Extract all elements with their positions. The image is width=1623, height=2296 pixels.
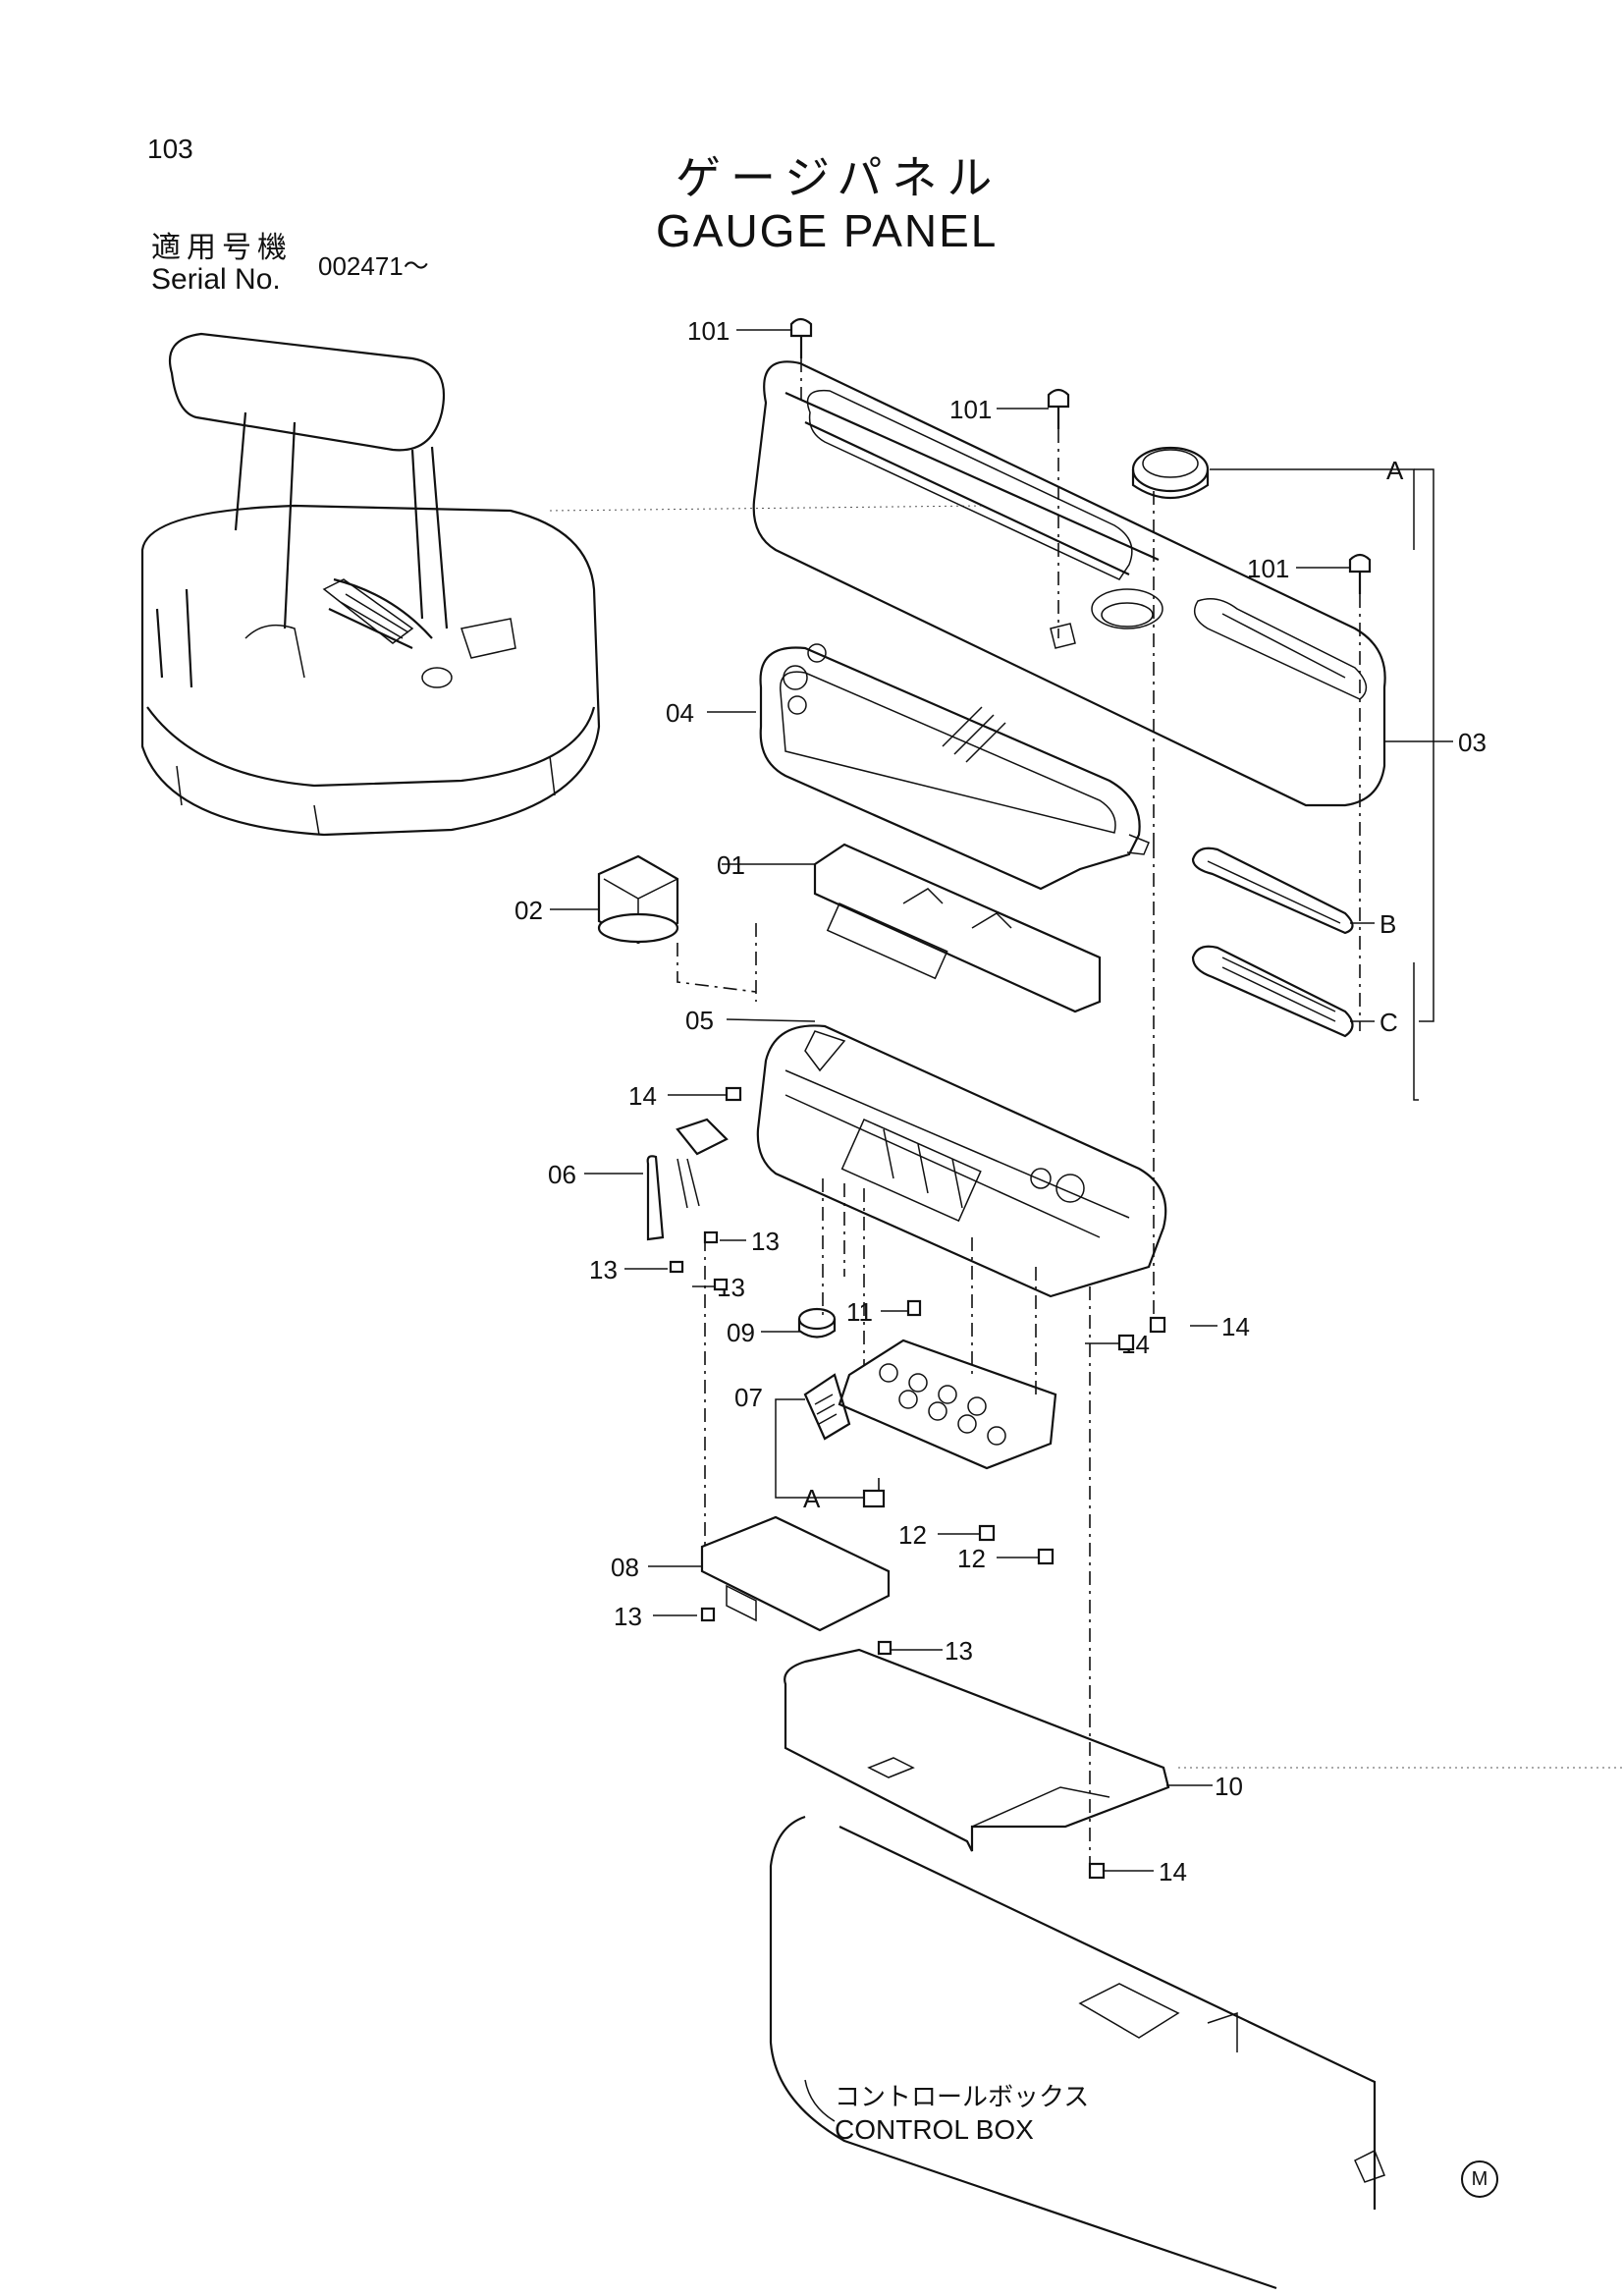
callout-13-bracket-right: 13	[751, 1227, 780, 1256]
callout-10: 10	[1215, 1772, 1243, 1801]
callout-14-case-right: 14	[1221, 1312, 1250, 1341]
callout-04: 04	[666, 698, 694, 728]
serial-number-value: 002471～	[318, 251, 429, 281]
callout-101-top: 101	[687, 316, 730, 346]
callout-labels: 101 101 101 A 03 04 B C 01 02 05 14 06 1…	[514, 316, 1487, 1886]
part-02-buzzer	[597, 854, 679, 945]
excavator-overview-drawing	[140, 332, 983, 837]
callout-11: 11	[846, 1297, 873, 1327]
page-title-jp: ゲージパネル	[676, 152, 1002, 203]
control-box-drawing	[769, 1767, 1623, 2290]
part-C-switch-frame	[1191, 945, 1354, 1038]
callout-03: 03	[1458, 728, 1487, 757]
callout-14-left: 14	[628, 1081, 657, 1111]
assembly-lines	[676, 358, 1361, 1866]
callout-14-bottom: 14	[1159, 1857, 1187, 1886]
screw-101-set	[789, 317, 1372, 594]
callout-A-ring: A	[1386, 456, 1404, 485]
callout-13-board-right: 13	[945, 1636, 973, 1666]
part-A-ring	[1131, 446, 1210, 500]
callout-12-right: 12	[957, 1544, 986, 1573]
part-04-lens-cover	[759, 643, 1150, 891]
callout-06: 06	[548, 1160, 576, 1189]
callout-C: C	[1380, 1008, 1398, 1037]
leader-lines	[550, 329, 1453, 2122]
callout-02: 02	[514, 896, 543, 925]
part-06-bracket	[646, 1118, 729, 1241]
serial-label-jp: 適用号機	[151, 232, 293, 264]
page-number: 103	[147, 134, 193, 164]
callout-101-right: 101	[1247, 554, 1289, 583]
part-05-gauge-case	[756, 1024, 1167, 1298]
callout-01: 01	[717, 850, 745, 880]
part-10-cover-plate	[784, 1648, 1170, 1852]
callout-08: 08	[611, 1553, 639, 1582]
part-08-sub-board	[700, 1515, 891, 1632]
control-box-label: CONTROL BOX	[835, 2114, 1034, 2145]
callout-13-bracket-left: 13	[589, 1255, 618, 1285]
callout-13-board-left: 13	[614, 1602, 642, 1631]
callout-12-left: 12	[898, 1520, 927, 1550]
m-mark-icon: M	[1461, 2160, 1498, 2198]
part-03-top-cover	[752, 360, 1386, 807]
callout-09: 09	[727, 1318, 755, 1347]
part-B-gasket	[1191, 847, 1354, 935]
part-07-circuit-board	[803, 1339, 1057, 1470]
small-screws	[669, 1086, 1166, 1880]
serial-label: Serial No.	[151, 263, 281, 296]
callout-07: 07	[734, 1383, 763, 1412]
part-09-knob	[797, 1307, 837, 1339]
page-title: GAUGE PANEL	[656, 205, 999, 256]
callout-05: 05	[685, 1006, 714, 1035]
part-01-label-sheet	[813, 843, 1102, 1013]
callout-101-middle: 101	[949, 395, 992, 424]
callout-A-board: A	[803, 1484, 821, 1513]
callout-B: B	[1380, 909, 1396, 939]
control-box-label-jp: コントロールボックス	[835, 2082, 1090, 2111]
